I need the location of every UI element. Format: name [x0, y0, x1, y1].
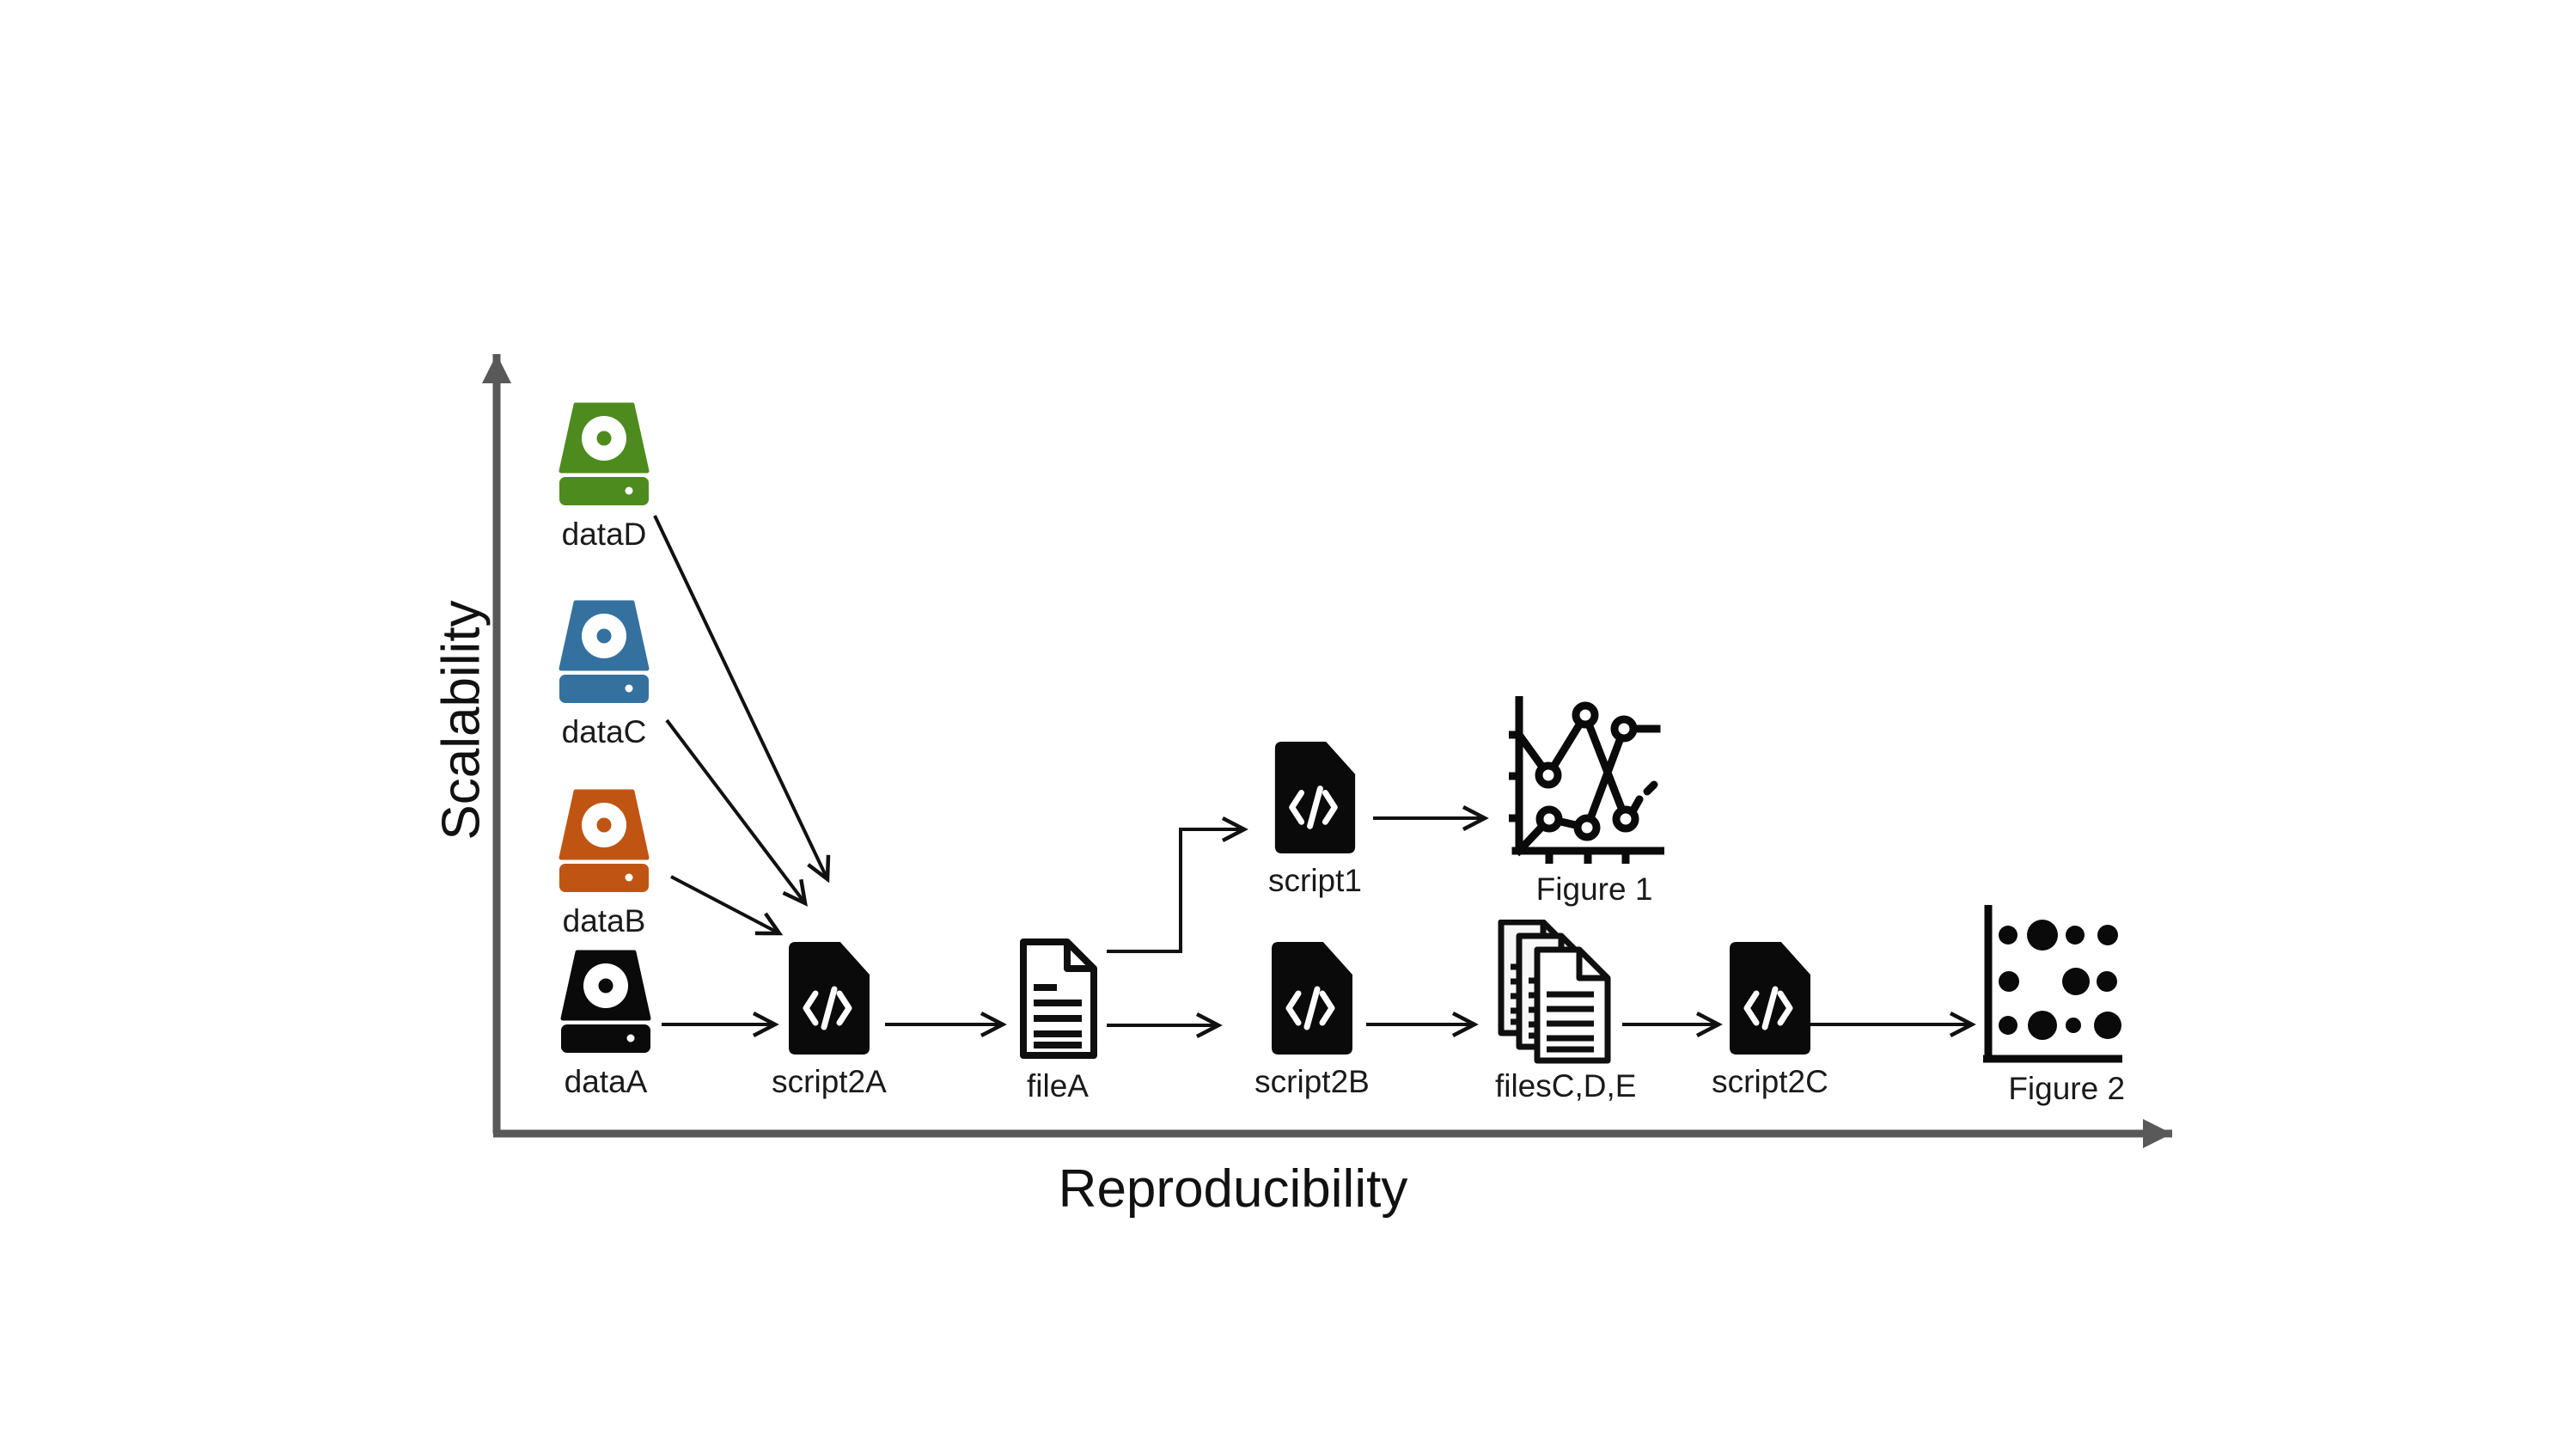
node-figure2: Figure 2 — [1983, 905, 2125, 1106]
node-dataA: dataA — [560, 950, 651, 1099]
node-label: filesC,D,E — [1494, 1068, 1637, 1104]
arrow-dataD-to-script2A — [653, 515, 831, 883]
arrow-fileA-to-script1 — [1107, 816, 1248, 953]
text-file-icon — [1020, 938, 1097, 1059]
node-dataC: dataC — [559, 600, 650, 749]
node-filesCDE: filesC,D,E — [1495, 920, 1636, 1104]
code-file-icon — [789, 942, 870, 1055]
node-script2B: script2B — [1254, 942, 1370, 1099]
node-dataD: dataD — [559, 402, 650, 552]
node-label: script2A — [772, 1064, 887, 1099]
node-label: Figure 2 — [2008, 1071, 2126, 1106]
code-file-icon — [1730, 942, 1810, 1055]
node-figure1: Figure 1 — [1509, 696, 1664, 907]
node-script2A: script2A — [772, 942, 887, 1099]
hard-drive-icon — [559, 789, 650, 892]
node-script2C: script2C — [1712, 942, 1828, 1099]
y-axis-title: Scalability — [431, 600, 491, 841]
node-fileA: fileA — [1018, 938, 1097, 1104]
dot-matrix-chart-icon — [1983, 905, 2122, 1063]
code-file-icon — [1272, 942, 1352, 1055]
node-label: dataC — [561, 714, 647, 749]
hard-drive-icon — [559, 402, 650, 505]
arrow-dataC-to-script2A — [665, 718, 808, 907]
node-label: dataA — [564, 1064, 648, 1099]
code-file-icon — [1274, 742, 1356, 853]
node-label: script2C — [1712, 1064, 1828, 1099]
line-chart-icon — [1509, 696, 1664, 864]
x-axis-title: Reproducibility — [1058, 1159, 1408, 1219]
node-dataB: dataB — [559, 789, 650, 938]
node-label: dataB — [562, 903, 646, 938]
arrow-dataB-to-script2A — [670, 875, 784, 936]
node-script1: script1 — [1268, 742, 1362, 898]
node-label: Figure 1 — [1535, 871, 1653, 907]
hard-drive-icon — [560, 950, 651, 1053]
node-label: script2B — [1254, 1064, 1370, 1099]
node-label: dataD — [561, 517, 647, 552]
node-label: fileA — [1027, 1068, 1089, 1104]
node-label: script1 — [1268, 863, 1362, 898]
hard-drive-icon — [559, 600, 650, 703]
file-stack-icon — [1498, 920, 1611, 1064]
